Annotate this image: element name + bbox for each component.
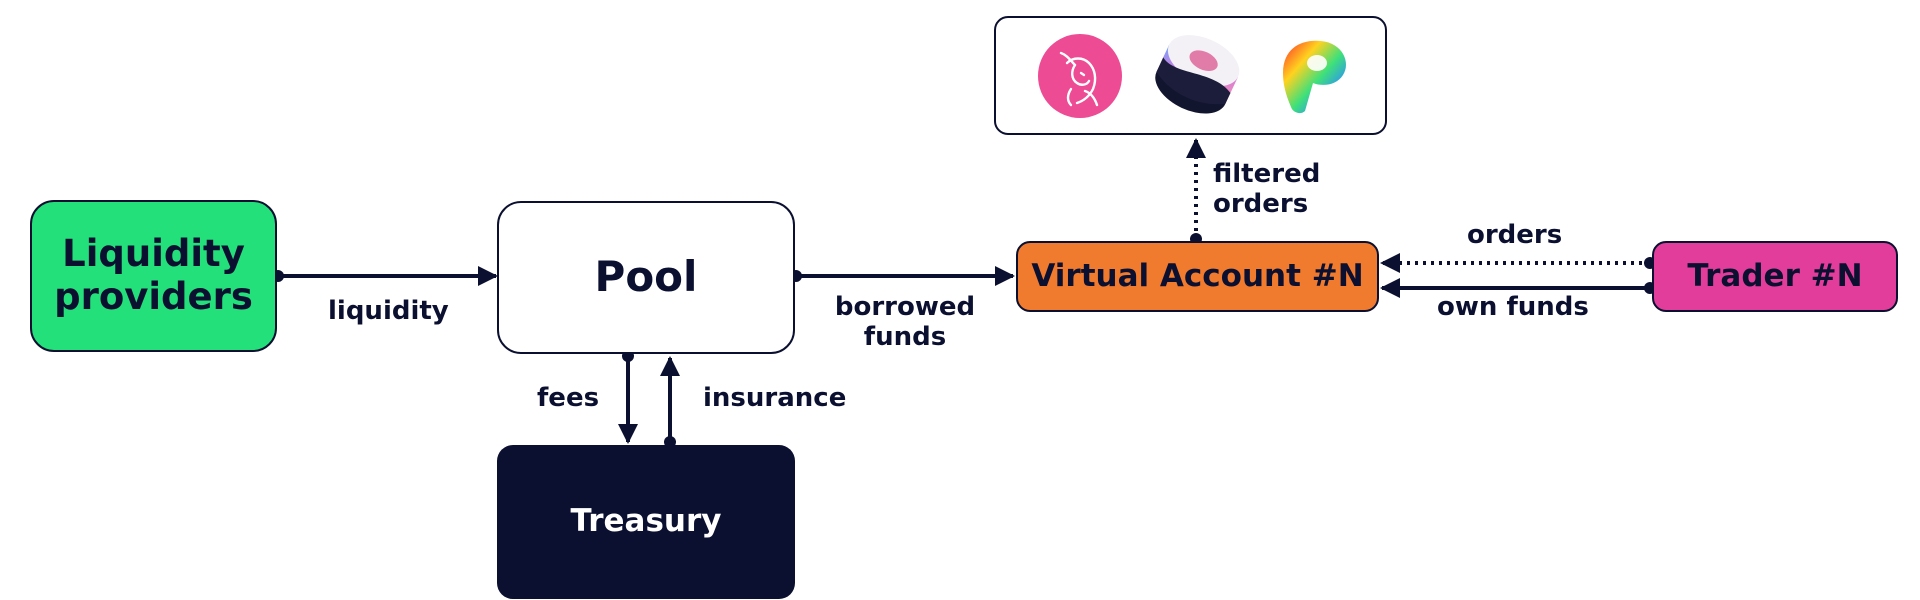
label-borrowed-funds: borrowed funds	[834, 292, 976, 352]
label-liquidity: liquidity	[328, 296, 449, 326]
node-liquidity-providers-label: Liquidity providers	[54, 232, 253, 318]
node-virtual-account: Virtual Account #N	[1016, 241, 1379, 312]
uniswap-logo	[1038, 34, 1122, 118]
sushiswap-logo	[1155, 35, 1240, 114]
node-virtual-account-label: Virtual Account #N	[1031, 257, 1364, 294]
dex-logos-box	[994, 16, 1387, 135]
edge-fees	[618, 350, 638, 444]
label-fees: fees	[537, 383, 600, 413]
node-treasury-label: Treasury	[570, 503, 722, 540]
label-own-funds: own funds	[1437, 292, 1589, 322]
node-treasury: Treasury	[497, 445, 795, 599]
label-filtered-orders: filtered orders	[1213, 159, 1321, 219]
node-trader: Trader #N	[1652, 241, 1898, 312]
node-trader-label: Trader #N	[1687, 257, 1863, 294]
edge-liquidity	[272, 266, 498, 286]
edge-filtered-orders	[1186, 138, 1206, 245]
label-orders: orders	[1467, 220, 1563, 250]
node-pool: Pool	[497, 201, 795, 354]
edge-orders	[1380, 253, 1656, 273]
node-pool-label: Pool	[594, 252, 698, 302]
edge-borrowed-funds	[790, 266, 1015, 286]
edge-insurance	[660, 356, 680, 448]
node-liquidity-providers: Liquidity providers	[30, 200, 277, 352]
curve-logo	[1283, 40, 1347, 114]
label-insurance: insurance	[703, 383, 847, 413]
